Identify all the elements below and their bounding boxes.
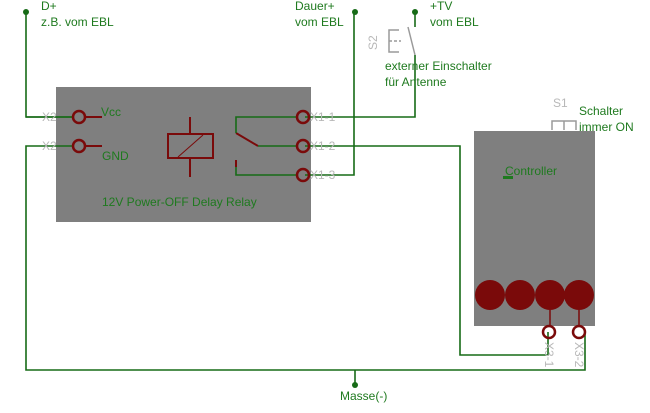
label-s1-desc2: immer ON xyxy=(579,120,634,134)
label-dplus: D+ xyxy=(41,0,57,13)
junction-dauer xyxy=(352,9,358,15)
label-pin-x3-1: X3-1 xyxy=(542,342,556,368)
wire-dauer xyxy=(305,12,355,176)
wire-tv-switch xyxy=(305,55,416,118)
pin-x1-1 xyxy=(295,109,311,125)
controller-marker xyxy=(503,176,513,179)
pin-x1-2 xyxy=(295,138,311,154)
switch-s1-symbol xyxy=(551,120,577,130)
label-s1: S1 xyxy=(553,96,568,110)
label-dauer: Dauer+ xyxy=(295,0,335,13)
label-pin-x1-1: X1-1 xyxy=(310,110,336,124)
label-tv-desc: vom EBL xyxy=(430,15,479,29)
relay-title: 12V Power-OFF Delay Relay xyxy=(102,195,257,209)
relay-body xyxy=(56,87,311,222)
controller-title: Controller xyxy=(505,164,557,178)
label-pin-x1-2: X1-2 xyxy=(310,139,336,153)
junction-dplus xyxy=(23,9,29,15)
label-pin-x2-top: X2 xyxy=(42,110,57,124)
label-s2: S2 xyxy=(366,35,380,50)
relay-internals xyxy=(86,116,259,177)
pin-x3-1 xyxy=(541,324,557,340)
wire-x12-controller xyxy=(305,145,549,356)
label-pin-x2-bottom: X2 xyxy=(42,139,57,153)
junction-tv xyxy=(412,9,418,15)
switch-s2-symbol xyxy=(388,26,416,56)
pin-x1-3 xyxy=(295,167,311,183)
controller-pads xyxy=(475,280,594,310)
label-dplus-desc: z.B. vom EBL xyxy=(41,15,114,29)
label-pin-x3-2: X3-2 xyxy=(572,342,586,368)
wires xyxy=(25,12,586,385)
label-tv: +TV xyxy=(430,0,452,13)
label-vcc: Vcc xyxy=(101,105,121,119)
pin-x2-vcc xyxy=(71,109,87,125)
label-gnd: GND xyxy=(102,149,129,163)
label-s2-desc1: externer Einschalter xyxy=(385,59,492,73)
label-masse: Masse(-) xyxy=(340,389,387,403)
label-s2-desc2: für Antenne xyxy=(385,75,447,89)
pin-x2-gnd xyxy=(71,138,87,154)
label-pin-x1-3: X1-3 xyxy=(310,168,336,182)
junction-masse xyxy=(352,382,358,388)
wire-gnd xyxy=(25,145,586,371)
pin-x3-2 xyxy=(571,324,587,340)
label-dauer-desc: vom EBL xyxy=(295,15,344,29)
label-s1-desc1: Schalter xyxy=(579,104,623,118)
